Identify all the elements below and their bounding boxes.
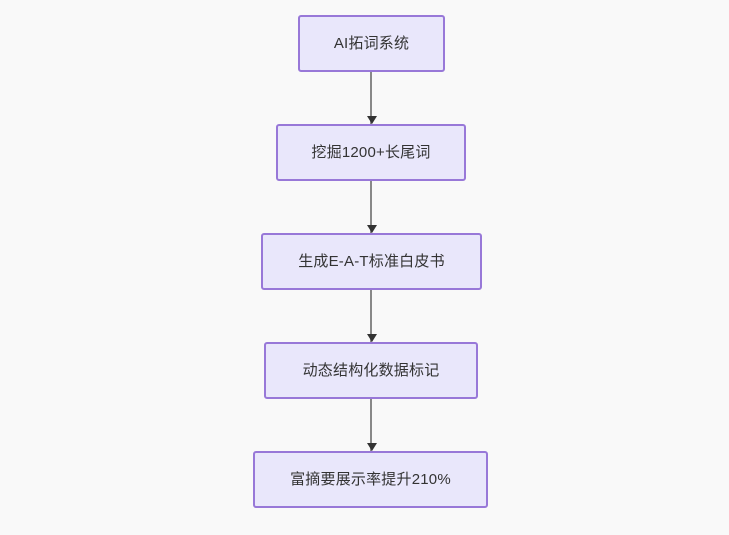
flow-node-dynamic-structured-data-markup[interactable]: 动态结构化数据标记 bbox=[264, 342, 478, 399]
edge-line bbox=[370, 399, 372, 451]
flow-node-generate-eat-whitepaper[interactable]: 生成E-A-T标准白皮书 bbox=[261, 233, 482, 290]
flow-node-rich-snippet-rate-increase[interactable]: 富摘要展示率提升210% bbox=[253, 451, 488, 508]
flow-node-ai-keyword-system[interactable]: AI拓词系统 bbox=[298, 15, 445, 72]
edge-line bbox=[370, 181, 372, 233]
edge-line bbox=[370, 72, 372, 124]
flow-node-label: 动态结构化数据标记 bbox=[302, 361, 440, 379]
arrowhead-icon bbox=[367, 225, 377, 233]
arrowhead-icon bbox=[367, 116, 377, 124]
edge-line bbox=[370, 290, 372, 342]
arrowhead-icon bbox=[367, 443, 377, 451]
arrowhead-icon bbox=[367, 334, 377, 342]
flow-node-label: 富摘要展示率提升210% bbox=[290, 470, 451, 488]
flow-node-mine-longtail-keywords[interactable]: 挖掘1200+长尾词 bbox=[276, 124, 466, 181]
flow-node-label: 挖掘1200+长尾词 bbox=[311, 143, 431, 161]
flow-node-label: AI拓词系统 bbox=[333, 34, 410, 52]
flow-node-label: 生成E-A-T标准白皮书 bbox=[298, 252, 445, 270]
